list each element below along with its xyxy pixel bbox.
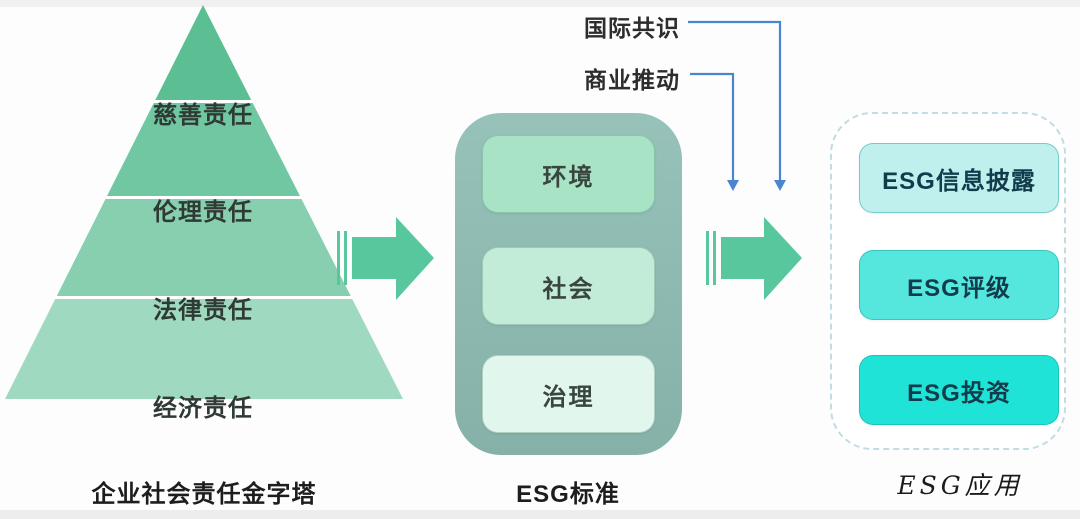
international-consensus-label: 国际共识 [584, 15, 680, 41]
pyramid-divider [5, 100, 403, 103]
esg-standard-caption: ESG标准 [516, 481, 620, 508]
esg-rating-box: ESG评级 [859, 250, 1059, 320]
business-drive-label: 商业推动 [584, 67, 680, 93]
pyramid-level-4-label: 经济责任 [153, 395, 253, 422]
governance-box: 治理 [482, 355, 655, 433]
esg-investment-box: ESG投资 [859, 355, 1059, 425]
top-edge-strip [0, 0, 1080, 7]
governance-label: 治理 [542, 383, 595, 411]
environment-box: 环境 [482, 135, 655, 213]
pyramid-divider [5, 196, 403, 199]
pyramid-divider [5, 296, 403, 299]
pyramid-level-3-label: 法律责任 [153, 297, 253, 324]
right-arrow-icon [706, 217, 802, 300]
esg-application-caption: ESG应用 [897, 471, 1023, 500]
esg-application-container: ESG信息披露 ESG评级 ESG投资 [830, 112, 1066, 450]
pyramid-level-2-label: 伦理责任 [153, 199, 253, 226]
esg-standard-container: 环境 社会 治理 [455, 113, 682, 455]
social-label: 社会 [542, 275, 595, 303]
esg-disclosure-box: ESG信息披露 [859, 143, 1059, 213]
esg-investment-label: ESG投资 [907, 379, 1011, 407]
esg-disclosure-label: ESG信息披露 [882, 167, 1036, 195]
csr-pyramid [5, 5, 403, 399]
environment-label: 环境 [542, 163, 595, 191]
bottom-edge-strip [0, 510, 1080, 519]
pyramid-caption: 企业社会责任金字塔 [91, 481, 317, 508]
business-connector-arrow [690, 72, 739, 191]
social-box: 社会 [482, 247, 655, 325]
pyramid-level-1-label: 慈善责任 [153, 102, 253, 129]
pyramid-level-1-shape [5, 5, 403, 101]
consensus-connector-arrow [688, 20, 786, 191]
pyramid-level-4-shape [5, 299, 403, 399]
esg-rating-label: ESG评级 [907, 274, 1011, 302]
